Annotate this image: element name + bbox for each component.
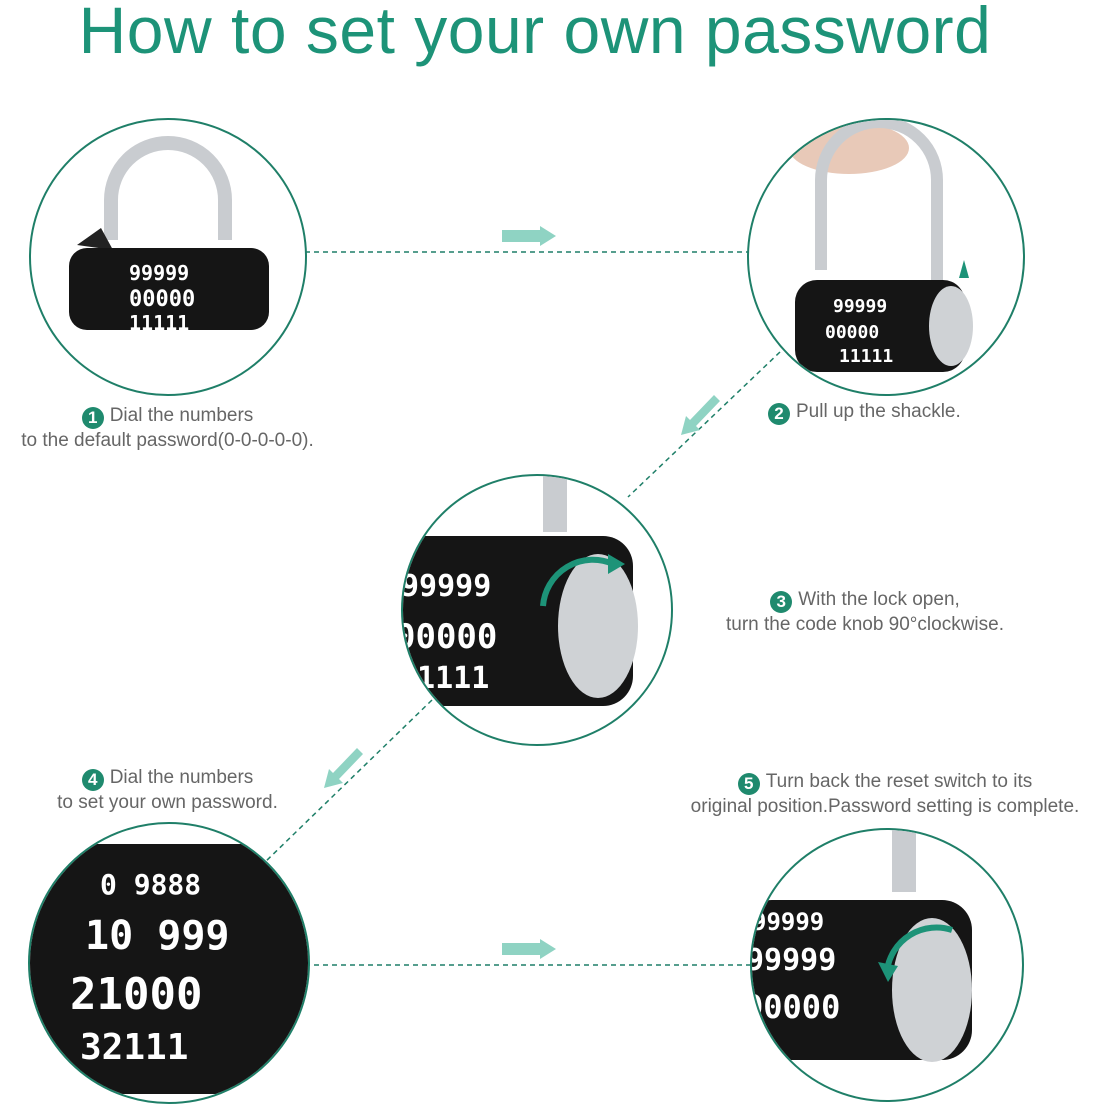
step-number-badge: 5: [737, 773, 760, 795]
padlock-knob-turn-icon: 99999 00000 11111: [403, 476, 638, 706]
step-2-image: 99999 00000 11111: [747, 118, 1025, 396]
svg-text:0 9888: 0 9888: [100, 868, 201, 901]
arrow-down-left-icon: [324, 748, 363, 788]
step-5-image: 99999 99999 00000: [750, 828, 1024, 1102]
svg-text:99999: 99999: [833, 296, 887, 317]
padlock-open-icon: 99999 00000 11111: [789, 120, 973, 372]
svg-text:00000: 00000: [129, 287, 195, 312]
svg-text:10 999: 10 999: [85, 913, 230, 959]
arrow-down-left-icon: [681, 395, 720, 435]
step-number-badge: 1: [81, 407, 104, 429]
page-title: How to set your own password: [78, 0, 992, 67]
rotate-arrow-icon: [878, 962, 898, 982]
rotate-arrow-icon: [608, 554, 625, 574]
svg-text:99999: 99999: [403, 569, 491, 604]
svg-text:32111: 32111: [80, 1027, 188, 1068]
padlock-reset-icon: 99999 99999 00000: [752, 830, 972, 1062]
svg-text:00000: 00000: [825, 322, 879, 343]
step-number-badge: 4: [81, 769, 104, 791]
arrow-right-icon: [502, 226, 556, 246]
step-1-image: 99999 00000 11111: [29, 118, 307, 396]
connector-3-4: [261, 699, 433, 866]
step-number-badge: 3: [770, 591, 793, 613]
svg-text:99999: 99999: [752, 908, 824, 936]
step-4-image: 0 9888 10 999 21000 32111: [28, 822, 310, 1104]
svg-text:99999: 99999: [752, 943, 836, 978]
svg-text:11111: 11111: [129, 311, 189, 335]
padlock-closed-icon: 99999 00000 11111: [69, 136, 269, 335]
step-3-image: 99999 00000 11111: [401, 474, 673, 746]
svg-text:00000: 00000: [403, 617, 497, 657]
svg-text:21000: 21000: [70, 969, 202, 1020]
svg-text:00000: 00000: [752, 988, 840, 1026]
arrow-right-icon: [502, 939, 556, 959]
connector-2-3: [627, 351, 781, 498]
svg-text:99999: 99999: [129, 261, 189, 285]
padlock-dials-closeup-icon: 0 9888 10 999 21000 32111: [30, 844, 308, 1094]
step-number-badge: 2: [768, 403, 790, 425]
svg-text:11111: 11111: [839, 346, 893, 367]
